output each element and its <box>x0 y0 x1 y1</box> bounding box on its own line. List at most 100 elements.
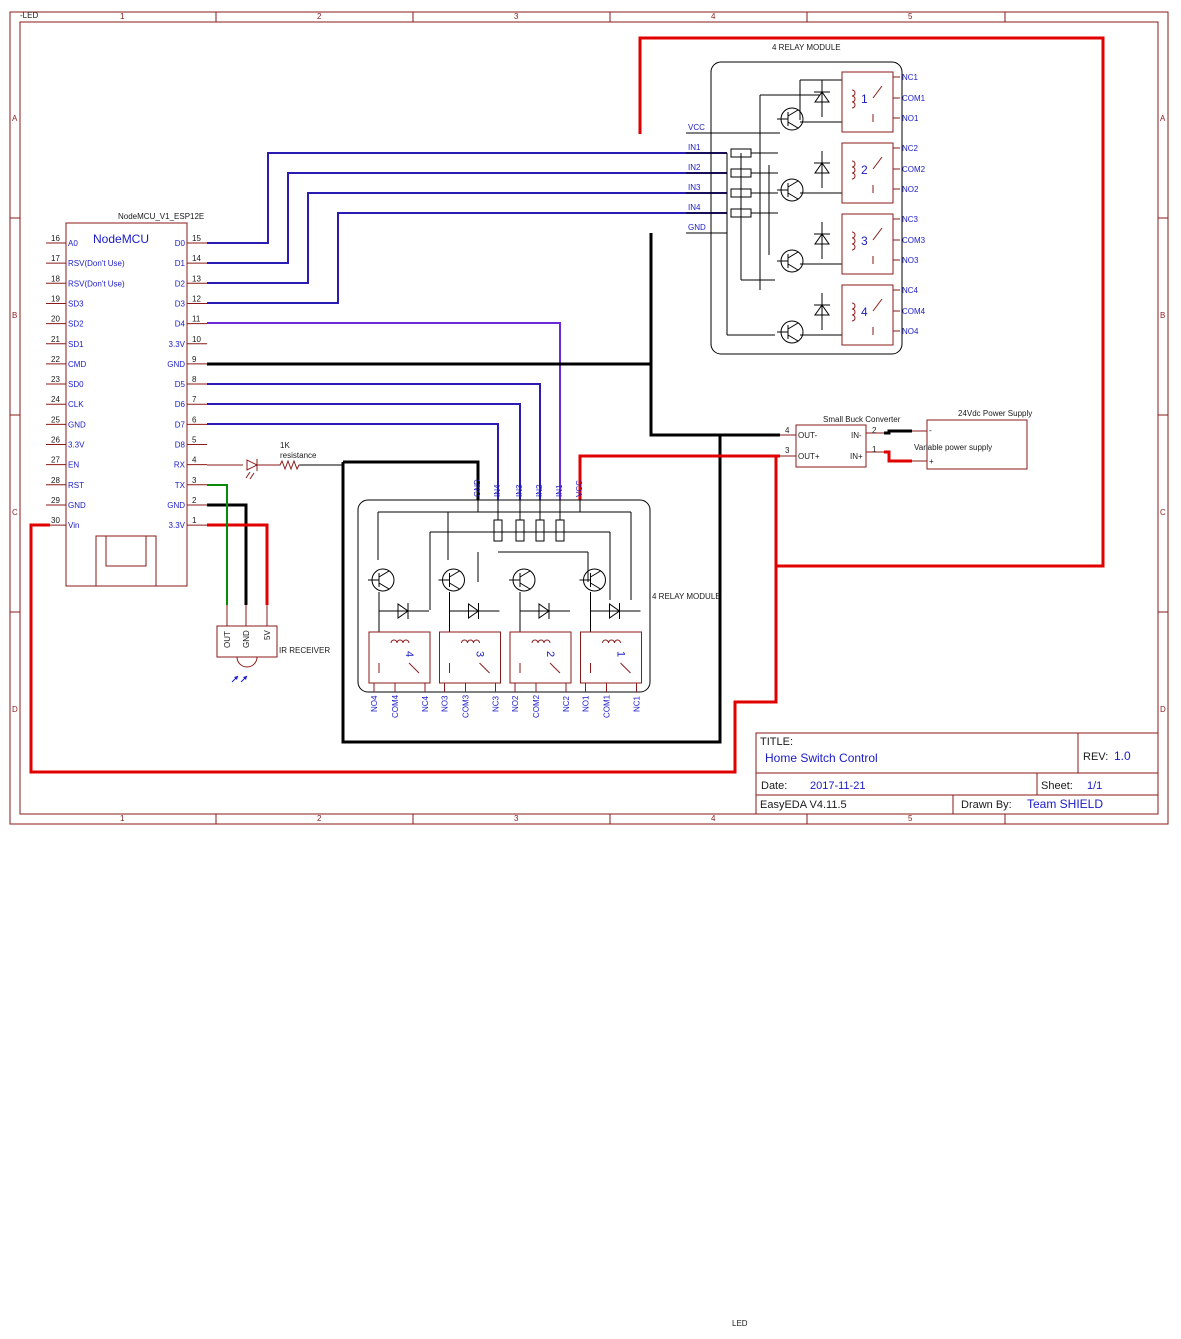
relay-bottom-input-pin: IN2 <box>535 484 544 512</box>
relay-top-channel-number: 2 <box>861 163 868 177</box>
buck-pin-num: 3 <box>785 446 790 455</box>
nodemcu-pin-number: 17 <box>51 254 60 263</box>
ir-pin-5v: 5V <box>263 630 272 640</box>
relay-top-no-label: NO2 <box>902 185 919 194</box>
transistor-symbol <box>777 178 804 202</box>
transistor-symbol <box>509 568 536 592</box>
nodemcu-pin-number: 24 <box>51 395 60 404</box>
relay-top-nc-label: NC1 <box>902 73 919 82</box>
relay-bottom-com-label: COM3 <box>462 694 471 718</box>
relay-bottom-channel-number: 1 <box>615 651 627 657</box>
nodemcu-pin-label: 3.3V <box>169 521 186 530</box>
nodemcu-pin-label: RX <box>174 461 186 470</box>
resistor-1k: 1K resistance <box>274 441 317 471</box>
relay-top-input-pin: IN2 <box>686 163 727 174</box>
ir-light-icon <box>231 675 248 683</box>
nodemcu-pin-number: 26 <box>51 436 60 445</box>
nodemcu-pin: 5D8 <box>175 436 207 450</box>
relay-top-com-label: COM3 <box>902 236 926 245</box>
nodemcu-pin-number: 29 <box>51 496 60 505</box>
ir-receiver: OUT GND 5V IR RECEIVER <box>216 605 330 683</box>
buck-converter: Small Buck Converter OUT- OUT+ IN- IN+ 4… <box>780 415 901 468</box>
resistor-symbol <box>555 519 565 542</box>
frame-row-label: D <box>1160 705 1166 714</box>
nodemcu-pin-number: 10 <box>192 335 201 344</box>
relay-bottom-input-pin: GND <box>473 479 482 512</box>
relay-bottom-no-label: NO4 <box>370 695 379 712</box>
nodemcu-pin-label: RST <box>68 481 84 490</box>
buck-in-minus: IN- <box>851 431 862 440</box>
date-label: Date: <box>761 780 787 792</box>
relay-top-input-label: GND <box>688 223 706 232</box>
frame-corner-label: -LED <box>20 11 38 20</box>
relay-bottom-input-label: IN3 <box>515 484 524 497</box>
resistor-label: resistance <box>280 451 317 460</box>
nodemcu-pin-label: RSV(Don't Use) <box>68 259 125 268</box>
nodemcu-pin-label: RSV(Don't Use) <box>68 279 125 288</box>
psu-title: 24Vdc Power Supply <box>958 409 1032 418</box>
nodemcu-pin-label: SD3 <box>68 299 84 308</box>
frame-col-label: 5 <box>908 814 913 823</box>
relay-top-input-pin: IN1 <box>686 143 727 154</box>
drawing-frame: -LED 1 2 3 4 5 1 2 3 4 5 A B C D A B C D <box>9 11 1169 825</box>
frame-row-label: C <box>1160 508 1166 517</box>
relay-top-nc-label: NC3 <box>902 215 919 224</box>
nodemcu-pin-label: D4 <box>175 320 186 329</box>
nodemcu-pin-number: 28 <box>51 476 60 485</box>
relay-top-input-label: IN4 <box>688 203 701 212</box>
relay-top-title: 4 RELAY MODULE <box>772 43 841 52</box>
relay-bottom-channel-number: 4 <box>403 651 415 657</box>
relay-top-input-label: IN2 <box>688 163 701 172</box>
relay-top-no-label: NO3 <box>902 256 919 265</box>
resistor-symbol <box>515 519 525 542</box>
frame-row-label: B <box>1160 311 1165 320</box>
relay-top-com-label: COM2 <box>902 165 926 174</box>
transistor-symbol <box>777 249 804 273</box>
relay-bottom-channel-number: 3 <box>474 651 486 657</box>
nodemcu-pin: 8D5 <box>175 375 207 389</box>
relay-top-nc-label: NC2 <box>902 144 919 153</box>
nodemcu-pin-number: 16 <box>51 234 60 243</box>
relay-top-input-pin: IN3 <box>686 183 727 194</box>
transistor-symbol <box>777 320 804 344</box>
psu-label: Variable power supply <box>914 443 992 452</box>
nodemcu-pin-label: SD2 <box>68 320 84 329</box>
signal-wires <box>207 152 727 500</box>
nodemcu-pin-label: SD1 <box>68 340 84 349</box>
nodemcu-pin-number: 14 <box>192 254 201 263</box>
power-supply: 24Vdc Power Supply Variable power supply… <box>912 409 1032 470</box>
drawn-by-label: Drawn By: <box>961 799 1012 811</box>
relay-top-com-label: COM4 <box>902 307 926 316</box>
nodemcu-pin-label: 3.3V <box>169 340 186 349</box>
relay-top-nc-label: NC4 <box>902 286 919 295</box>
nodemcu-pin-number: 3 <box>192 476 197 485</box>
frame-col-label: 2 <box>317 12 322 21</box>
relay-top-input-pin: IN4 <box>686 203 727 214</box>
sheet-label: Sheet: <box>1041 780 1073 792</box>
nodemcu-pin: 13.3V <box>169 516 207 530</box>
frame-col-label: 4 <box>711 12 716 21</box>
frame-col-label: 3 <box>514 12 519 21</box>
title-label: TITLE: <box>760 736 793 748</box>
relay-bottom-nc-label: NC3 <box>492 695 501 712</box>
relay-bottom-input-label: VCC <box>575 480 584 497</box>
psu-minus: - <box>929 426 932 435</box>
transistor-symbol <box>368 568 395 592</box>
